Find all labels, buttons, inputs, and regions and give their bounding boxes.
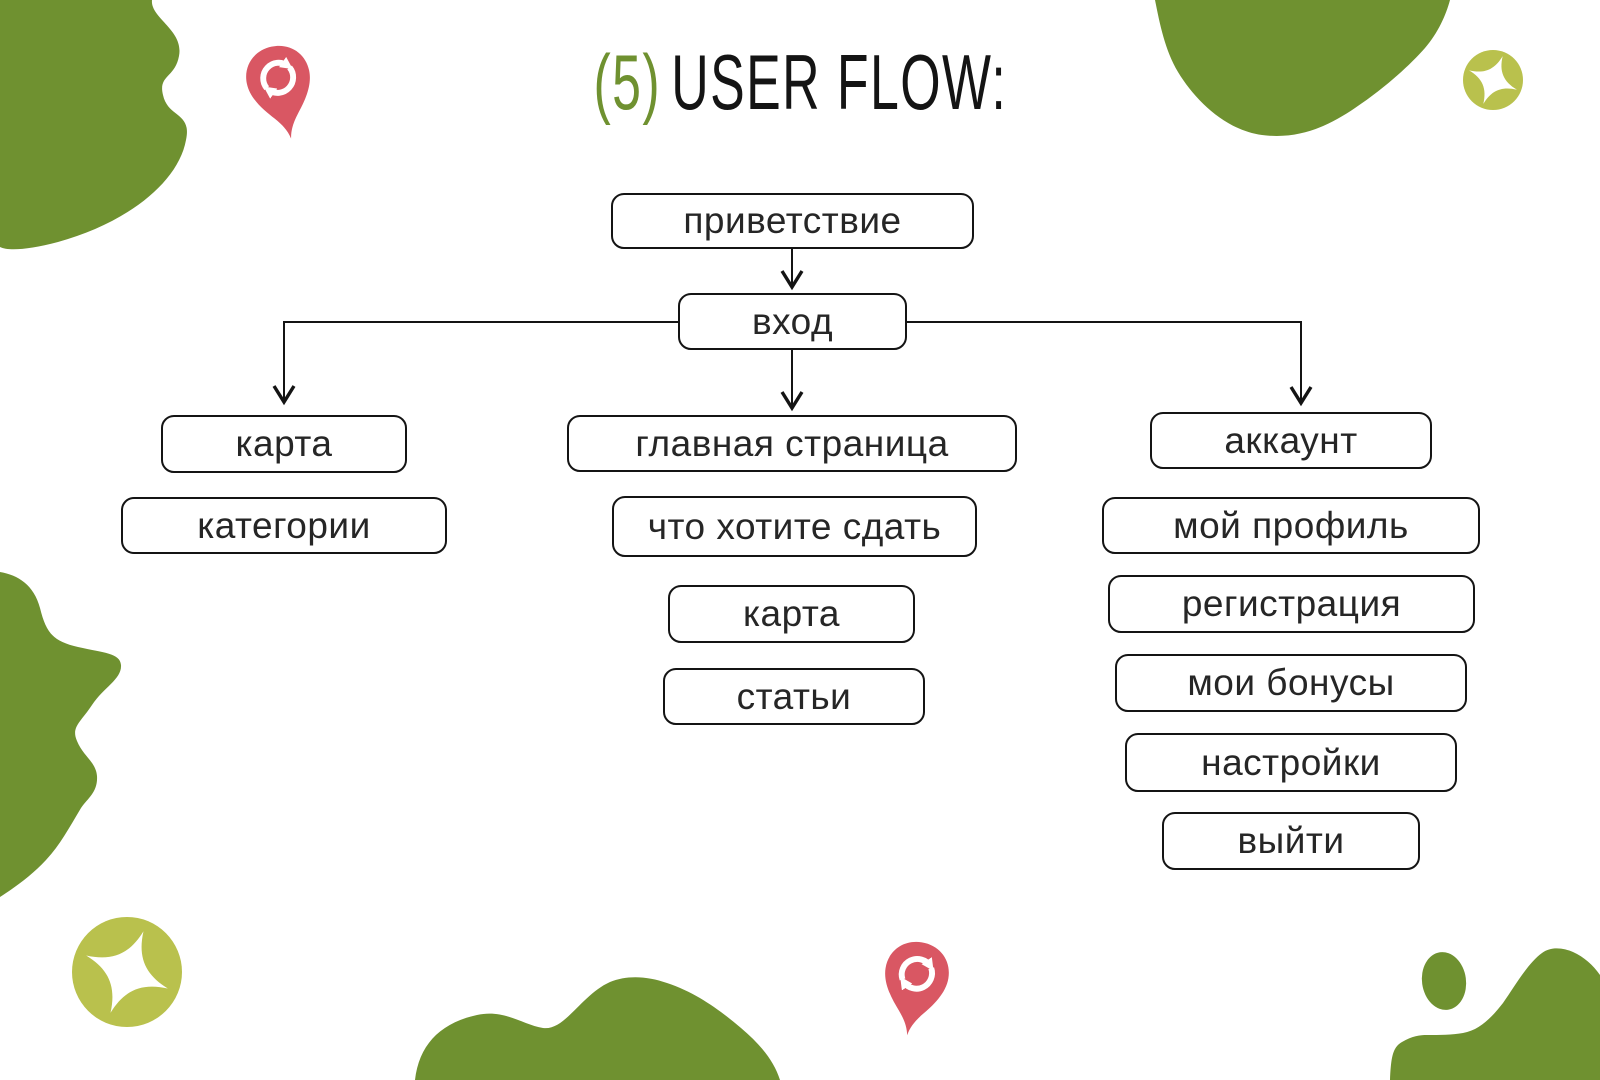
blob-bottom-right <box>1390 948 1600 1080</box>
flow-node-my-profile: мой профиль <box>1102 497 1480 554</box>
flow-node-home-map: карта <box>668 585 915 643</box>
flow-node-settings: настройки <box>1125 733 1457 792</box>
connector-entry-map <box>272 321 678 406</box>
flow-node-logout: выйти <box>1162 812 1420 870</box>
flow-node-registration: регистрация <box>1108 575 1475 633</box>
flow-node-map: карта <box>161 415 407 473</box>
recycle-pin-icon <box>885 941 949 1036</box>
sparkle-icon <box>1463 50 1523 110</box>
flow-node-articles: статьи <box>663 668 925 725</box>
flow-node-entry: вход <box>678 293 907 350</box>
page-title: (5)USER FLOW: <box>0 44 1600 122</box>
sparkle-icon <box>72 917 182 1027</box>
flow-node-what-to-recycle: что хотите сдать <box>612 496 977 557</box>
title-number: (5) <box>593 39 661 127</box>
flow-node-my-bonuses: мои бонусы <box>1115 654 1467 712</box>
flow-node-home: главная страница <box>567 415 1017 472</box>
blob-dot <box>1421 952 1467 1010</box>
blob-left-middle <box>0 572 122 897</box>
flow-node-categories: категории <box>121 497 447 554</box>
flow-node-greeting: приветствие <box>611 193 974 249</box>
title-text: USER FLOW: <box>670 39 1007 127</box>
blob-top-right <box>1155 0 1450 136</box>
connector-entry-account <box>907 321 1313 407</box>
blob-top-left <box>0 0 187 250</box>
blob-bottom-center <box>415 977 780 1080</box>
recycle-pin-icon <box>246 45 310 139</box>
flow-node-account: аккаунт <box>1150 412 1432 469</box>
